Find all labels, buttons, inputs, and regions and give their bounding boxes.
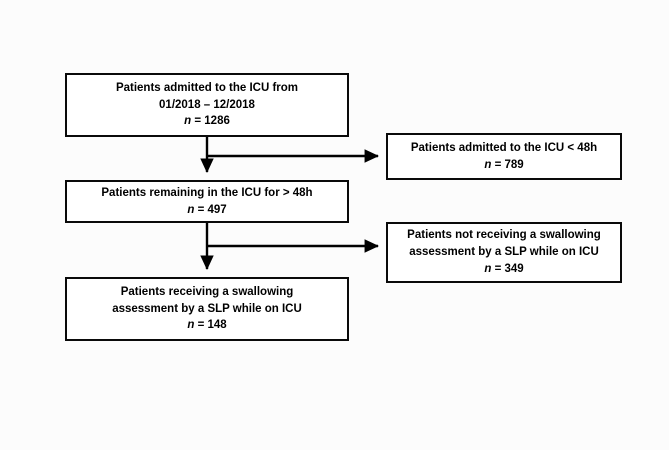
node-lt48-line1: Patients admitted to the ICU < 48h bbox=[410, 141, 598, 154]
node-assessed-line2: assessment by a SLP while on ICU bbox=[112, 302, 302, 315]
node-remaining-count: n = 497 bbox=[187, 202, 226, 219]
node-admitted-line2: 01/2018 – 12/2018 bbox=[159, 98, 255, 111]
node-not-assessed-count-eq: = bbox=[494, 262, 502, 275]
node-lt48-count: n = 789 bbox=[484, 157, 523, 174]
node-not-assessed-line2: assessment by a SLP while on ICU bbox=[409, 246, 599, 259]
node-patients-remaining-gt-48h: Patients remaining in the ICU for > 48h … bbox=[65, 180, 349, 223]
node-remaining-count-value: 497 bbox=[207, 203, 227, 216]
node-lt48-count-symbol: n bbox=[484, 158, 492, 171]
node-admitted-count-symbol: n bbox=[184, 115, 192, 128]
node-patients-receiving-assessment: Patients receiving a swallowing assessme… bbox=[65, 277, 349, 341]
node-not-assessed-line1: Patients not receiving a swallowing bbox=[407, 229, 601, 242]
node-not-assessed-count-value: 349 bbox=[504, 262, 524, 275]
node-admitted-count-eq: = bbox=[194, 115, 202, 128]
node-not-assessed-count: n = 349 bbox=[484, 261, 523, 278]
node-assessed-count-symbol: n bbox=[187, 319, 195, 332]
node-not-assessed-count-symbol: n bbox=[484, 262, 492, 275]
node-admitted-line1: Patients admitted to the ICU from bbox=[115, 81, 299, 94]
node-remaining-line1: Patients remaining in the ICU for > 48h bbox=[101, 186, 313, 199]
node-assessed-count-eq: = bbox=[197, 319, 205, 332]
node-admitted-count: n = 1286 bbox=[184, 113, 230, 130]
node-assessed-line1: Patients receiving a swallowing bbox=[120, 285, 294, 298]
node-admitted-count-value: 1286 bbox=[204, 115, 230, 128]
node-patients-not-receiving-assessment: Patients not receiving a swallowing asse… bbox=[386, 222, 622, 283]
node-assessed-count: n = 148 bbox=[187, 317, 226, 334]
node-remaining-count-eq: = bbox=[197, 203, 205, 216]
node-lt48-count-eq: = bbox=[494, 158, 502, 171]
node-patients-admitted: Patients admitted to the ICU from 01/201… bbox=[65, 73, 349, 137]
node-remaining-count-symbol: n bbox=[187, 203, 195, 216]
node-patients-admitted-lt-48h: Patients admitted to the ICU < 48h n = 7… bbox=[386, 133, 622, 180]
node-assessed-count-value: 148 bbox=[207, 319, 227, 332]
node-lt48-count-value: 789 bbox=[504, 158, 524, 171]
